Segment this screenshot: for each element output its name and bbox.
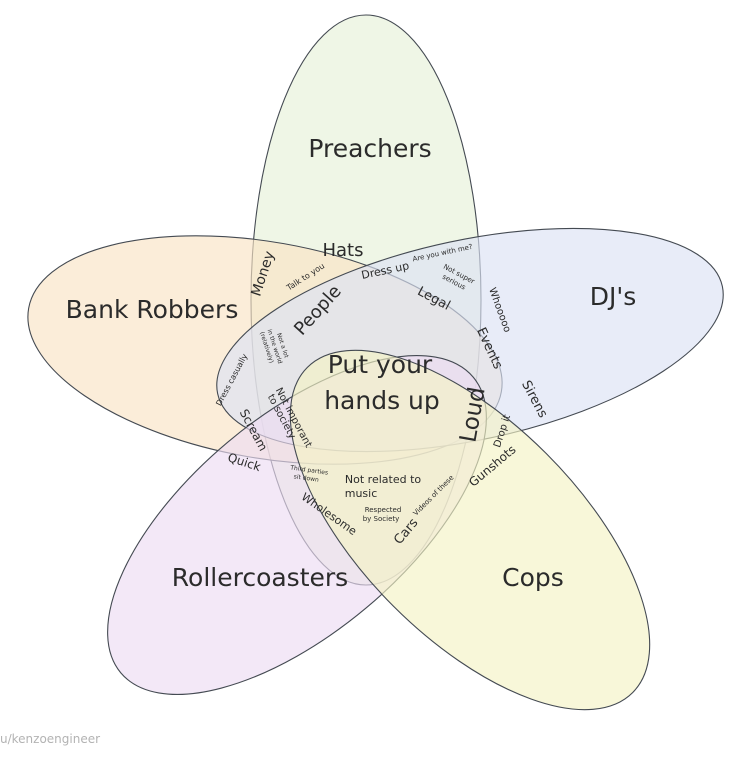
label-cops: Cops [502,563,564,592]
label-djs: DJ's [590,282,637,311]
label-bank-robbers: Bank Robbers [66,295,239,324]
label-rollercoasters: Rollercoasters [172,563,348,592]
region-not-related-2: music [345,487,378,500]
region-third-parties-2: sit down [293,473,319,483]
region-hats: Hats [322,240,363,261]
region-respected-2: by Society [363,515,400,523]
center-label-line2: hands up [324,386,440,415]
region-not-related-1: Not related to [345,473,421,486]
region-respected-1: Respected [365,506,402,514]
center-label-line1: Put your [328,350,433,379]
label-preachers: Preachers [308,134,431,163]
ellipse-cops [289,349,651,711]
credit-watermark: u/kenzoengineer [0,732,100,746]
set-ellipses [27,14,724,711]
